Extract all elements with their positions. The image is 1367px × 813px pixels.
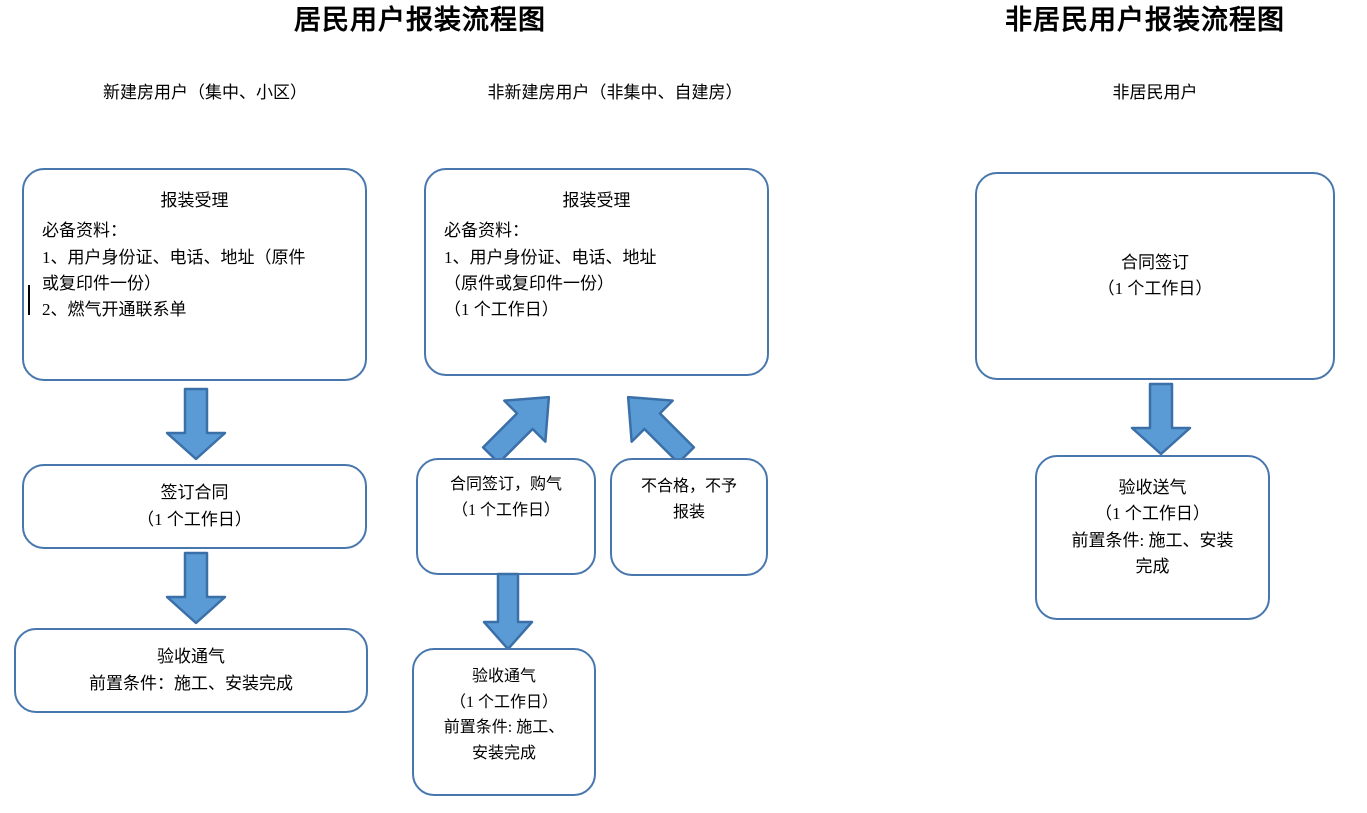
node-c1-accept[interactable]: 报装受理 必备资料： 1、用户身份证、电话、地址（原件 或复印件一份） 2、燃气…	[22, 168, 367, 381]
arrow-c2-accept-to-reject	[607, 378, 703, 470]
node-c2-accept-gas[interactable]: 验收通气 （1 个工作日） 前置条件: 施工、 安装完成	[412, 648, 596, 796]
node-line: 1、用户身份证、电话、地址（原件	[42, 247, 306, 267]
node-line: 前置条件: 施工、	[443, 719, 565, 737]
node-line: （1 个工作日）	[137, 509, 252, 529]
node-line: 报装	[672, 503, 705, 521]
node-line: （1 个工作日）	[451, 501, 560, 519]
node-line: 或复印件一份）	[42, 274, 161, 294]
node-line: 前置条件: 施工、安装	[1071, 530, 1234, 550]
subtitle-non-new-build: 非新建房用户（非集中、自建房）	[487, 83, 743, 102]
node-line: （1 个工作日）	[444, 300, 559, 320]
node-line: （1 个工作日）	[1097, 279, 1213, 298]
node-c2-contract[interactable]: 合同签订，购气 （1 个工作日）	[416, 458, 596, 575]
title-residential: 居民用户报装流程图	[294, 5, 546, 35]
node-line: 2、燃气开通联系单	[42, 300, 187, 320]
node-c1-accept-gas[interactable]: 验收通气 前置条件：施工、安装完成	[14, 628, 368, 713]
node-line: 前置条件：施工、安装完成	[89, 673, 293, 693]
node-line: 验收通气	[157, 647, 225, 667]
text-cursor-artifact	[28, 285, 30, 315]
node-line: 合同签订，购气	[449, 476, 562, 493]
arrow-c1-contract-to-acceptgas	[160, 551, 232, 626]
node-c3-contract[interactable]: 合同签订 （1 个工作日）	[975, 172, 1335, 380]
node-line: 报装受理	[562, 191, 631, 210]
node-line: 1、用户身份证、电话、地址	[444, 247, 657, 267]
node-line: （1 个工作日）	[449, 693, 558, 711]
node-line: 必备资料：	[444, 221, 529, 241]
node-c2-accept[interactable]: 报装受理 必备资料： 1、用户身份证、电话、地址 （原件或复印件一份） （1 个…	[424, 168, 769, 376]
node-line: 必备资料：	[42, 221, 127, 241]
node-line: （1 个工作日）	[1095, 504, 1210, 524]
node-line: 报装受理	[160, 191, 229, 210]
arrow-c2-accept-to-contract	[474, 378, 570, 470]
arrow-c3-contract-to-delivergas	[1125, 382, 1197, 457]
title-non-residential: 非居民用户报装流程图	[1005, 5, 1285, 35]
node-line: 合同签订	[1121, 252, 1189, 272]
node-line: 验收送气	[1118, 478, 1187, 497]
node-c2-reject[interactable]: 不合格，不予 报装	[610, 458, 768, 576]
node-line: 完成	[1135, 557, 1170, 577]
node-line: 签订合同	[160, 483, 229, 503]
node-c3-deliver-gas[interactable]: 验收送气 （1 个工作日） 前置条件: 施工、安装 完成	[1035, 455, 1270, 620]
arrow-c2-contract-to-acceptgas	[478, 572, 538, 652]
arrow-c1-accept-to-contract	[160, 387, 232, 462]
node-line: 不合格，不予	[640, 478, 737, 495]
subtitle-non-residential-user: 非居民用户	[1112, 83, 1198, 102]
subtitle-new-build: 新建房用户（集中、小区）	[103, 83, 307, 102]
node-line: 验收通气	[471, 668, 536, 685]
node-c1-contract[interactable]: 签订合同 （1 个工作日）	[22, 464, 367, 549]
node-line: （原件或复印件一份）	[444, 274, 614, 294]
node-line: 安装完成	[471, 744, 536, 762]
